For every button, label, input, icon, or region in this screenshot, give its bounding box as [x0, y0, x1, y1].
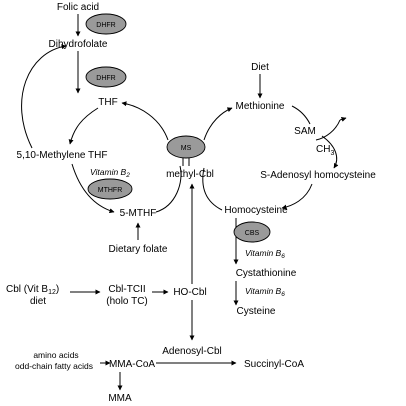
diet-label: Diet	[251, 62, 269, 73]
mma-label: MMA	[108, 393, 132, 404]
arrow-ms-to-methionine	[203, 107, 233, 141]
dhfr-enzyme-2: DHFR	[85, 66, 127, 88]
mthfr-label: MTHFR	[98, 187, 123, 194]
curve-mthf-to-ms	[155, 165, 182, 213]
succinyl-coa-label: Succinyl-CoA	[244, 359, 304, 370]
curve-methionine-to-sam	[291, 105, 311, 125]
arrow-sah-to-hcy	[281, 183, 313, 210]
cbs-label: CBS	[245, 230, 260, 237]
odd-chain-label: odd-chain fatty acids	[15, 361, 93, 371]
cystathionine-label: Cystathionine	[236, 268, 297, 279]
vitamin-b2-label: Vitamin B2	[90, 167, 130, 179]
dhfr-label-1: DHFR	[96, 22, 115, 29]
holo-tc-label: (holo TC)	[106, 296, 148, 307]
vitamin-b6b-label: Vitamin B6	[245, 286, 285, 298]
vitamin-b6a-label: Vitamin B6	[245, 248, 285, 260]
folic-acid-label: Folic acid	[57, 2, 99, 13]
thf-label: THF	[98, 97, 117, 108]
mthfr-enzyme: MTHFR	[87, 178, 133, 200]
methionine-label: Methionine	[236, 101, 285, 112]
cbs-enzyme: CBS	[233, 221, 271, 243]
ho-cbl-label: HO-Cbl	[173, 287, 206, 298]
dhfr-label-2: DHFR	[96, 75, 115, 82]
dihydrofolate-label: Dihydrofolate	[49, 39, 108, 50]
adenosyl-cbl-label: Adenosyl-Cbl	[162, 346, 221, 357]
arrow-methylene-to-mthf	[71, 163, 115, 214]
cbl-tcii-label: Cbl-TCII	[108, 284, 145, 295]
dietary-folate-label: Dietary folate	[109, 244, 168, 255]
curve-ch3-out	[315, 119, 341, 141]
curve-hcy-to-ms	[202, 167, 223, 211]
methyl-cbl-label: methyl-Cbl	[166, 169, 214, 180]
arrow-methylene-to-dhf	[21, 44, 67, 149]
arrow-sam-to-sah	[321, 135, 339, 169]
mthf-label: 5-MTHF	[120, 208, 157, 219]
dhfr-enzyme-1: DHFR	[85, 13, 127, 35]
ms-label: MS	[181, 145, 192, 152]
cbl-diet-label: Cbl (Vit B12)	[6, 284, 59, 296]
homocysteine-label: Homocysteine	[224, 205, 288, 216]
ch3-label: CH3	[316, 144, 334, 157]
mma-coa-label: MMA-CoA	[109, 359, 155, 370]
sam-label: SAM	[294, 126, 316, 137]
sah-label: S-Adenosyl homocysteine	[260, 170, 376, 181]
ms-enzyme: MS	[166, 135, 206, 159]
arrow-ch3	[339, 117, 347, 122]
cysteine-label: Cysteine	[237, 306, 276, 317]
methylene-thf-label: 5,10-Methylene THF	[17, 150, 108, 161]
arrow-thf-to-methylene	[68, 107, 99, 145]
arrow-ms-to-thf	[121, 101, 169, 141]
amino-acids-label: amino acids	[33, 350, 78, 360]
diet2-label: diet	[30, 296, 46, 307]
